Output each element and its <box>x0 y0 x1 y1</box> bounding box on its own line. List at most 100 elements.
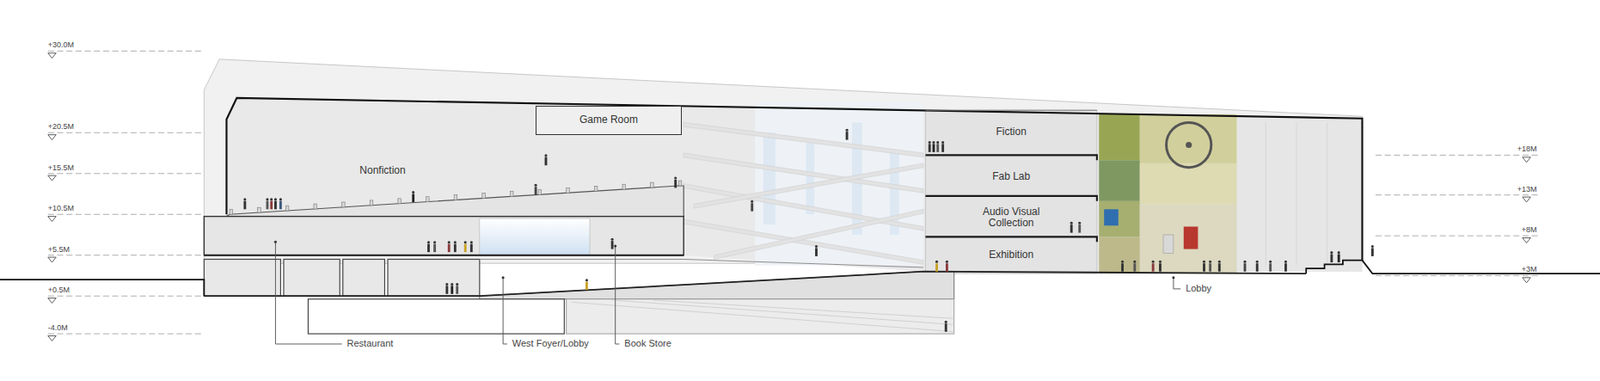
person-head <box>944 320 948 324</box>
seat-step <box>566 187 571 193</box>
person-figure <box>1158 260 1162 272</box>
person-body <box>936 143 939 152</box>
room-label: Fab Lab <box>992 171 1030 184</box>
person-body <box>1152 263 1155 271</box>
slab-edge <box>925 154 1097 160</box>
person-head <box>936 140 939 144</box>
slab-edge <box>925 196 1097 202</box>
window-strip <box>763 132 776 225</box>
level-line <box>48 333 205 335</box>
person-figure <box>750 200 754 212</box>
level-marker: -4.0M <box>48 324 68 332</box>
level-triangle <box>1522 196 1531 203</box>
basement-ramp <box>612 300 955 325</box>
leader-line <box>502 277 508 344</box>
person-body <box>932 143 936 152</box>
person-body <box>1070 224 1073 233</box>
person-figure <box>611 238 614 250</box>
person-head <box>1078 221 1081 225</box>
level-line <box>1375 194 1541 196</box>
person-body <box>447 244 451 252</box>
person-body <box>1158 263 1162 271</box>
person-head <box>1121 260 1124 264</box>
person-body <box>427 244 430 252</box>
level-triangle <box>1522 277 1531 283</box>
person-head <box>269 197 273 201</box>
level-triangle <box>48 298 56 304</box>
seat-step <box>257 207 262 213</box>
person-figure <box>585 278 589 290</box>
seating-slab <box>226 185 684 217</box>
level-triangle <box>1522 157 1531 163</box>
level-line <box>1375 235 1541 237</box>
seat-step <box>650 182 655 188</box>
person-figure <box>544 153 547 166</box>
person-figure <box>944 320 948 332</box>
person-figure <box>1256 260 1259 272</box>
room-box: Fab Lab <box>925 158 1097 197</box>
seat-step <box>594 185 598 191</box>
room-box: Fiction <box>925 110 1097 155</box>
leader-line <box>615 245 620 344</box>
leader-dot <box>502 275 505 279</box>
person-figure <box>1371 245 1374 257</box>
room-label: Audio Visual Collection <box>968 206 1055 231</box>
level-marker: +15.5M <box>48 164 74 172</box>
person-figure <box>1243 260 1246 272</box>
seat-step <box>622 183 626 190</box>
level-marker: +5.5M <box>48 245 70 254</box>
person-head <box>1268 260 1272 264</box>
person-head <box>1330 251 1333 254</box>
level-line <box>48 50 205 52</box>
person-head <box>1208 260 1212 264</box>
person-figure <box>936 140 939 153</box>
poster-tile <box>1140 163 1238 204</box>
person-head <box>935 260 938 264</box>
ground-line <box>1305 260 1600 274</box>
person-body <box>433 244 436 252</box>
level-marker: +3M <box>1521 265 1538 274</box>
person-head <box>1158 260 1162 264</box>
person-body <box>1133 263 1136 271</box>
person-head <box>411 190 415 194</box>
level-triangle <box>48 134 56 141</box>
person-body <box>935 263 938 271</box>
person-figure <box>674 176 677 188</box>
person-figure <box>243 197 246 209</box>
person-figure <box>1133 260 1136 272</box>
person-body <box>611 240 614 249</box>
person-body <box>274 201 277 209</box>
level-marker: +0.5M <box>48 286 70 295</box>
person-head <box>1152 260 1155 264</box>
atrium-ramp <box>693 163 924 209</box>
poster-tile <box>1098 236 1140 274</box>
room-label: Game Room <box>579 114 638 127</box>
person-figure <box>931 140 935 153</box>
person-head <box>279 197 282 201</box>
person-body <box>845 131 849 140</box>
person-figure <box>845 128 849 141</box>
atrium-ramp <box>683 122 924 157</box>
person-head <box>534 183 538 187</box>
person-head <box>455 282 459 286</box>
person-body <box>944 323 948 332</box>
person-head <box>750 200 754 203</box>
person-body <box>1078 224 1081 233</box>
person-figure <box>1208 260 1212 272</box>
level-triangle <box>48 257 56 263</box>
person-head <box>674 176 677 179</box>
person-head <box>265 197 269 201</box>
ground-room <box>283 258 340 296</box>
person-body <box>455 285 459 294</box>
seat-step <box>229 208 233 215</box>
person-body <box>464 244 467 252</box>
panel-joint <box>1326 122 1328 265</box>
person-figure <box>1218 260 1221 272</box>
room-box: Audio Visual Collection <box>925 198 1097 237</box>
person-head <box>1133 260 1136 264</box>
seat-step <box>369 200 374 206</box>
level-line <box>48 172 205 174</box>
person-head <box>611 238 614 241</box>
person-body <box>453 244 457 252</box>
